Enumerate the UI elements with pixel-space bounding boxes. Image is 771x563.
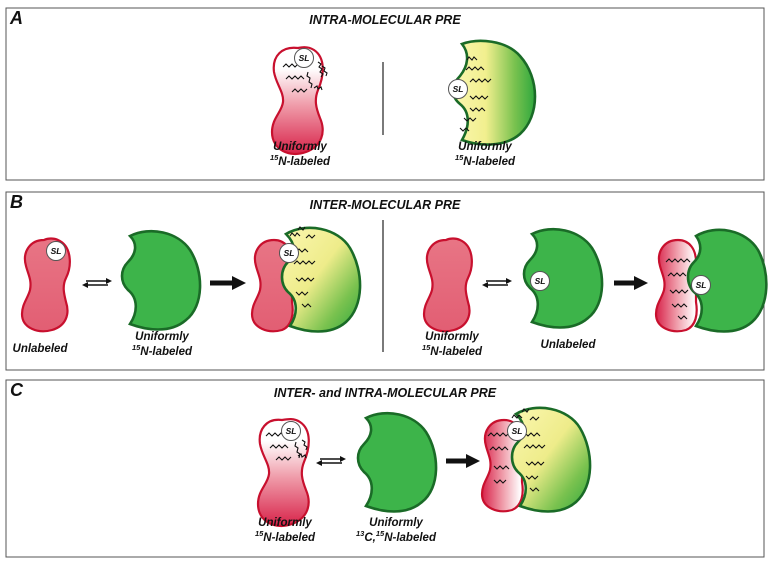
caption-c2-line1: Uniformly (369, 517, 423, 529)
panel-a-letter: A (9, 8, 23, 28)
equilibrium-arrows-c (316, 456, 346, 466)
caption-c1-line1: Uniformly (258, 517, 312, 529)
spin-label-b2 (530, 271, 550, 291)
caption-a2-line1: Uniformly (458, 141, 512, 153)
green-protein-c (356, 411, 438, 513)
caption-b4: Unlabeled (541, 339, 597, 351)
spin-label-text-a2: SL (453, 84, 464, 94)
panel-a-frame (5, 7, 765, 181)
caption-a2-line2: 15N-labeled (455, 153, 516, 168)
red-protein-labeled (270, 46, 324, 156)
complex-b1 (250, 226, 362, 333)
spin-label-text-b-complex1: SL (284, 248, 295, 258)
caption-c1-line2: 15N-labeled (255, 529, 316, 544)
spin-label-wiggles-a2 (459, 56, 492, 132)
spin-label-text-c-complex: SL (512, 426, 523, 436)
binding-arrow-c (446, 454, 480, 468)
red-protein-b1 (20, 237, 71, 333)
green-protein-b1 (120, 229, 202, 331)
binding-arrow-b1 (210, 276, 246, 290)
panel-c: C INTER- and INTRA-MOLECULAR PRE SL Unif… (5, 379, 765, 558)
spin-label-wiggles-a1 (282, 61, 328, 93)
panel-c-frame (5, 379, 765, 558)
caption-b3-line1: Uniformly (425, 331, 479, 343)
caption-b2-line1: Uniformly (135, 331, 189, 343)
caption-b3-line2: 15N-labeled (422, 343, 483, 358)
panel-a-title: INTRA-MOLECULAR PRE (309, 13, 461, 27)
spin-label-c-complex (507, 421, 527, 441)
caption-a1-line1: Uniformly (273, 141, 327, 153)
green-protein-labeled (451, 39, 537, 146)
equilibrium-arrows-b2 (482, 278, 512, 288)
binding-arrow-b2 (614, 276, 648, 290)
complex-b2 (654, 228, 768, 333)
spin-label-b-complex1 (279, 243, 299, 263)
red-protein-b2 (422, 237, 473, 333)
panel-b-frame (5, 191, 765, 371)
spin-label-b-complex2 (691, 275, 711, 295)
spin-label-a2 (448, 79, 468, 99)
panel-a: A INTRA-MOLECULAR PRE SL Uniformly 15N-l… (5, 7, 765, 181)
equilibrium-arrows-b1 (82, 278, 112, 288)
spin-label-text-c1: SL (286, 426, 297, 436)
panel-b-title: INTER-MOLECULAR PRE (310, 198, 461, 212)
caption-b1: Unlabeled (13, 343, 69, 355)
caption-c2-line2: 13C,15N-labeled (356, 529, 437, 544)
spin-label-a1 (294, 48, 314, 68)
spin-label-wiggles-c1 (265, 432, 308, 461)
green-protein-b2 (522, 227, 604, 329)
spin-label-text-b2: SL (535, 276, 546, 286)
caption-b2-line2: 15N-labeled (132, 343, 193, 358)
spin-label-text-b1: SL (51, 246, 62, 256)
spin-label-c1 (281, 421, 301, 441)
panel-b-letter: B (10, 192, 23, 212)
complex-c (480, 406, 592, 513)
panel-b: B INTER-MOLECULAR PRE SL Unlabeled Unifo… (5, 191, 768, 371)
spin-label-text-b-complex2: SL (696, 280, 707, 290)
panel-c-title: INTER- and INTRA-MOLECULAR PRE (274, 386, 497, 400)
red-protein-c (256, 418, 310, 528)
spin-label-text-a1: SL (299, 53, 310, 63)
caption-a1-line2: 15N-labeled (270, 153, 331, 168)
panel-c-letter: C (10, 380, 24, 400)
spin-label-b1 (46, 241, 66, 261)
